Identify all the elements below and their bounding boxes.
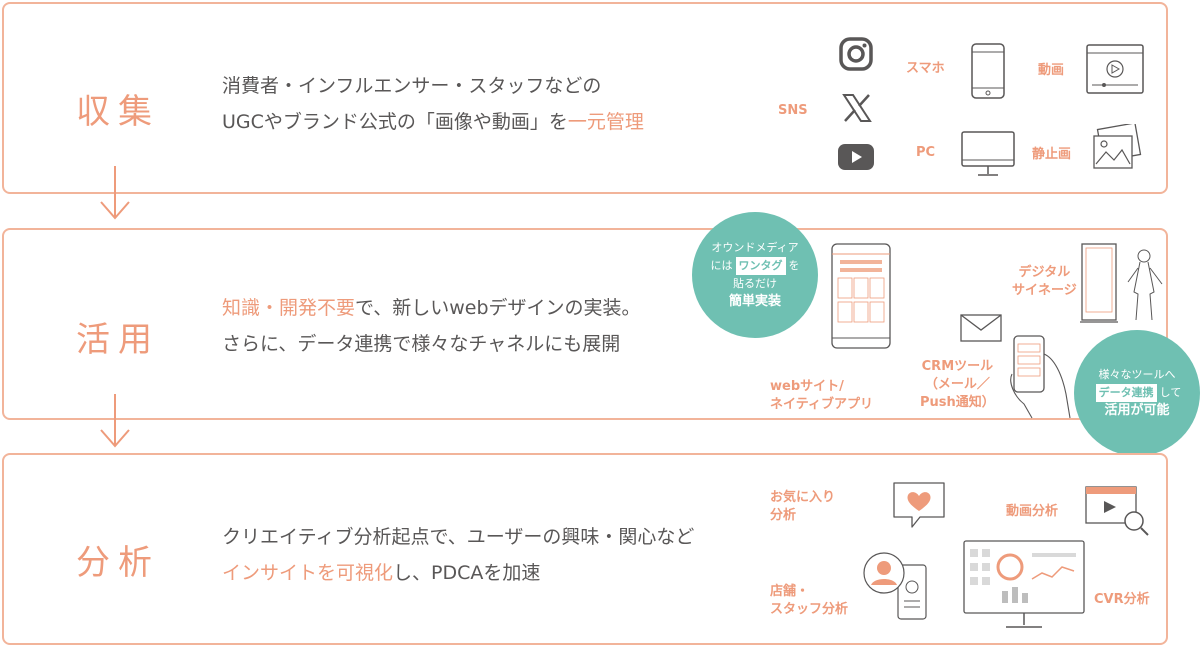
label-cvr-analysis: CVR分析 [1094,592,1150,607]
pc-monitor-icon [961,131,1015,176]
dashboard-monitor-icon [963,540,1085,628]
label-sns: SNS [778,103,808,118]
one-tag-bubble-line-2: にはワンタグを [711,257,800,275]
one-tag-badge: ワンタグ [735,257,786,275]
label-favorite-line-2: 分析 [770,508,797,523]
data-link-bubble-line-3: 活用が可能 [1104,403,1170,418]
digital-signage-icon [1080,243,1163,323]
analyze-panel: 分析 クリエイティブ分析起点で、ユーザーの興味・関心など インサイトを可視化し、… [2,453,1168,645]
data-link-bubble-post: して [1159,386,1182,399]
collect-panel: 収集 消費者・インフルエンサー・スタッフなどの UGCやブランド公式の「画像や動… [2,2,1168,194]
collect-title: 収集 [76,92,160,132]
data-link-bubble-line-1: 様々なツールへ [1098,368,1176,381]
use-line-2: さらに、データ連携で様々なチャネルにも展開 [222,333,621,355]
label-store-staff-line-1: 店舗・ [770,584,810,599]
smartphone-icon [971,43,1005,99]
collect-description: 消費者・インフルエンサー・スタッフなどの UGCやブランド公式の「画像や動画」を… [222,68,644,140]
one-tag-bubble-pre: には [710,259,733,272]
collect-line-2-text: UGCやブランド公式の「画像や動画」を [222,111,568,133]
one-tag-bubble-line-4: 簡単実装 [728,294,781,309]
one-tag-bubble-line-1: オウンドメディア [711,241,799,254]
label-signage: デジタル サイネージ [1012,264,1077,300]
label-video: 動画 [1038,63,1065,78]
data-link-bubble: 様々なツールへ データ連携して 活用が可能 [1074,330,1200,456]
one-tag-bubble: オウンドメディア にはワンタグを 貼るだけ 簡単実装 [692,212,818,338]
label-store-staff-line-2: スタッフ分析 [770,602,849,617]
staff-profile-icon [863,552,927,620]
analyze-line-1: クリエイティブ分析起点で、ユーザーの興味・関心など [222,526,695,548]
label-favorite-line-1: お気に入り [770,490,836,505]
collect-highlight: 一元管理 [567,111,644,133]
analyze-line-2: インサイトを可視化し、PDCAを加速 [222,555,694,591]
analyze-title: 分析 [76,543,160,583]
hand-phone-icon [1010,335,1071,419]
youtube-icon [838,144,874,170]
down-arrow-icon [100,166,130,220]
label-video-analysis: 動画分析 [1006,504,1059,519]
collect-line-2: UGCやブランド公式の「画像や動画」を一元管理 [222,104,644,140]
label-website: webサイト/ ネイティブアプリ [770,378,873,414]
collect-line-1: 消費者・インフルエンサー・スタッフなどの [222,75,602,97]
label-signage-line-2: サイネージ [1012,283,1077,298]
mail-icon [960,314,1002,342]
label-crm-line-1: CRMツール [921,359,994,374]
video-player-icon [1086,44,1144,94]
video-analysis-icon [1085,486,1149,536]
label-crm: CRMツール （メール／ Push通知） [920,358,995,412]
use-line-1: 知識・開発不要で、新しいwebデザインの実装。 [222,290,641,326]
one-tag-bubble-post: を [788,259,800,272]
analyze-description: クリエイティブ分析起点で、ユーザーの興味・関心など インサイトを可視化し、PDC… [222,519,694,591]
x-logo-icon [842,94,872,122]
down-arrow-icon [100,394,130,448]
use-title: 活用 [76,320,160,360]
use-panel: 活用 知識・開発不要で、新しいwebデザインの実装。 さらに、データ連携で様々な… [2,228,1168,420]
data-link-bubble-line-2: データ連携して [1093,384,1182,402]
use-highlight: 知識・開発不要 [222,297,356,319]
label-pc: PC [916,145,936,160]
heart-speech-bubble-icon [893,482,945,528]
label-signage-line-1: デジタル [1018,265,1071,280]
label-store-staff: 店舗・ スタッフ分析 [770,583,848,619]
instagram-icon [839,37,873,71]
label-crm-line-3: Push通知） [920,395,995,410]
use-description: 知識・開発不要で、新しいwebデザインの実装。 さらに、データ連携で様々なチャネ… [222,290,641,362]
one-tag-bubble-line-3: 貼るだけ [733,277,777,290]
label-website-line-2: ネイティブアプリ [770,397,873,412]
use-line-1-text: で、新しいwebデザインの実装。 [355,297,641,319]
label-still-image: 静止画 [1032,147,1072,162]
analyze-line-2-text: し、PDCAを加速 [393,562,541,584]
analyze-highlight: インサイトを可視化 [222,562,394,584]
image-icon [1093,124,1142,169]
label-smartphone: スマホ [906,61,945,76]
label-crm-line-2: （メール／ [924,377,990,392]
data-link-badge: データ連携 [1095,384,1157,402]
label-favorite: お気に入り 分析 [770,489,835,525]
label-website-line-1: webサイト/ [770,379,844,394]
website-phone-icon [831,243,891,349]
